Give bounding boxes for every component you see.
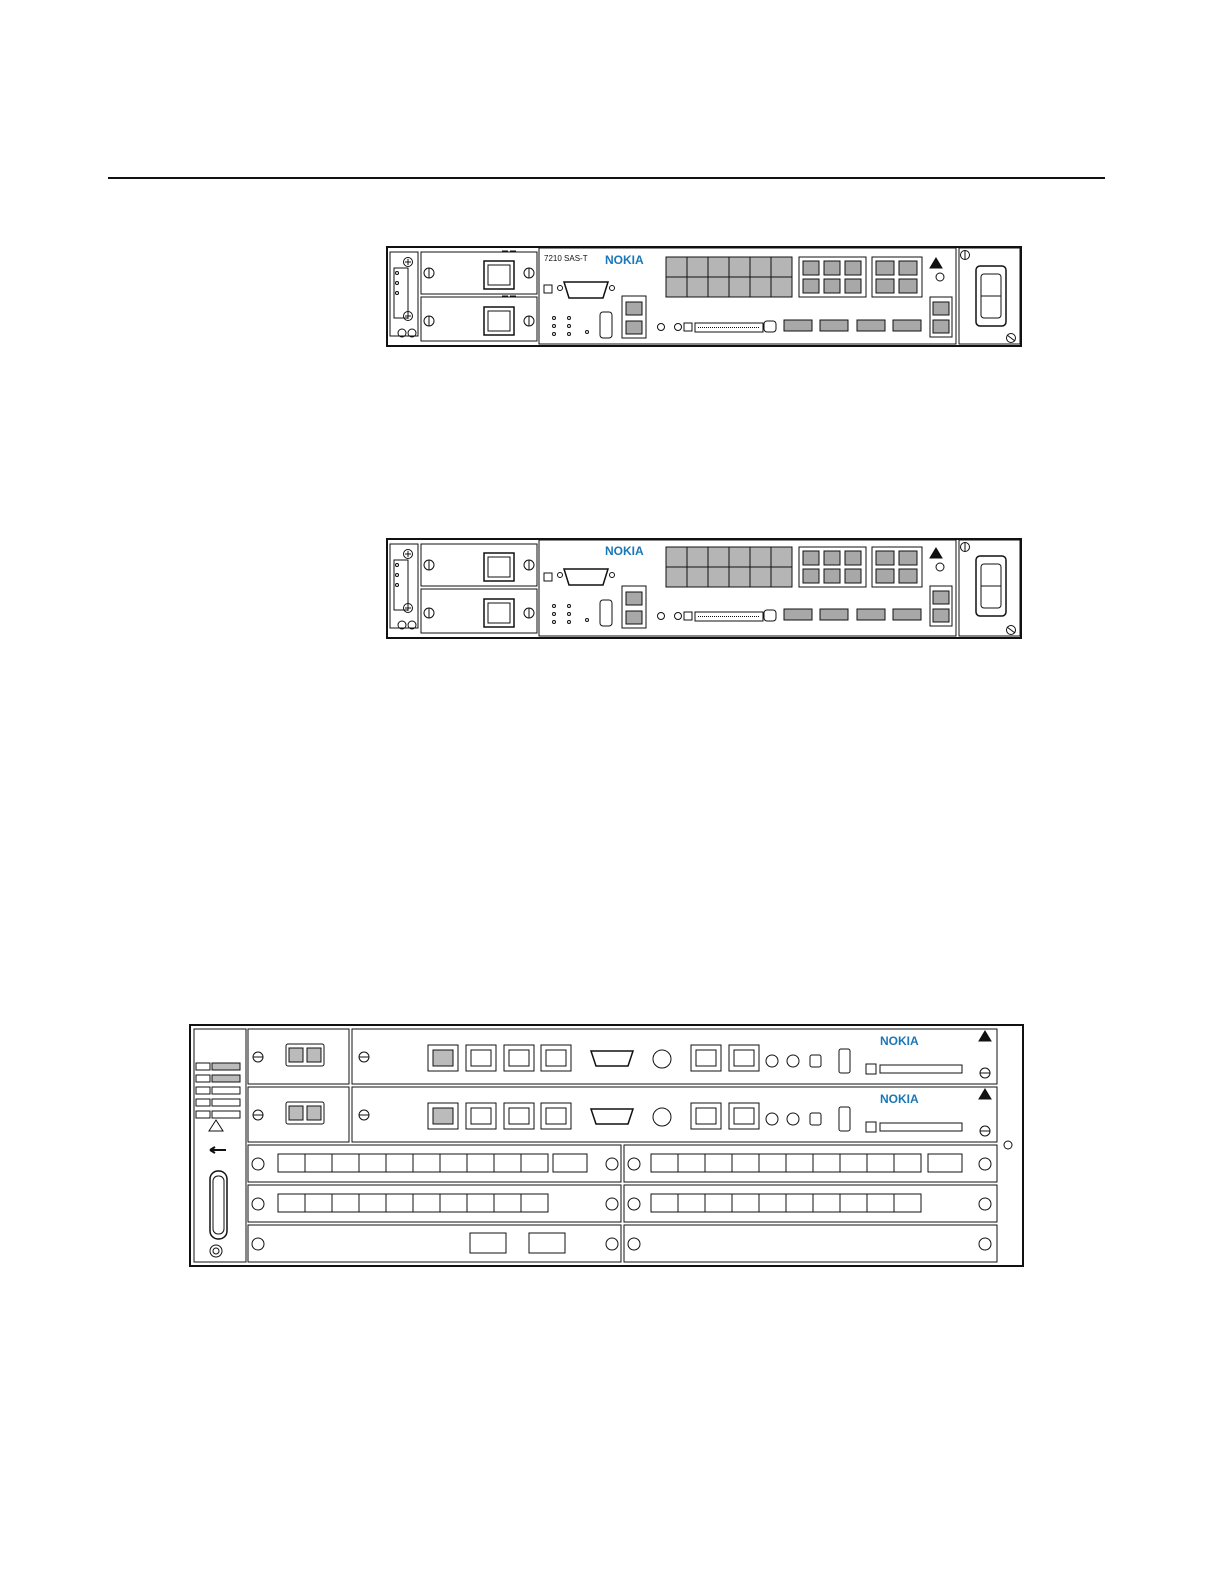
brand-logo: NOKIA xyxy=(605,253,644,267)
sfp-port-icon xyxy=(893,320,921,331)
router-front-panel-figure-1: 7210 SAS-T NOKIA xyxy=(384,244,1024,350)
sfp-port-icon xyxy=(820,320,848,331)
usb-port-icon xyxy=(600,312,612,338)
esd-warning-icon xyxy=(979,1031,991,1041)
db15-connector-icon xyxy=(564,282,608,298)
db15-connector-icon xyxy=(591,1051,633,1066)
status-led-square xyxy=(544,285,552,293)
brand-logo: NOKIA xyxy=(880,1034,919,1048)
power-supply-1 xyxy=(421,252,537,294)
sfp-port-icon xyxy=(784,320,812,331)
esd-warning-icon xyxy=(930,258,942,268)
esd-warning-icon xyxy=(209,1120,223,1131)
model-label: 7210 SAS-T xyxy=(544,254,588,263)
power-supply-2 xyxy=(421,297,537,341)
router-front-panel-figure-2: NOKIA xyxy=(384,536,1024,642)
arrow-left-icon xyxy=(210,1147,226,1153)
header-rule xyxy=(108,177,1105,179)
sfp-port-icon xyxy=(857,320,885,331)
brand-logo: NOKIA xyxy=(880,1092,919,1106)
chassis-front-panel-figure-3: NOKIA NOKIA xyxy=(188,1023,1026,1269)
terminal-connector xyxy=(394,268,408,318)
brand-logo: NOKIA xyxy=(605,544,644,558)
